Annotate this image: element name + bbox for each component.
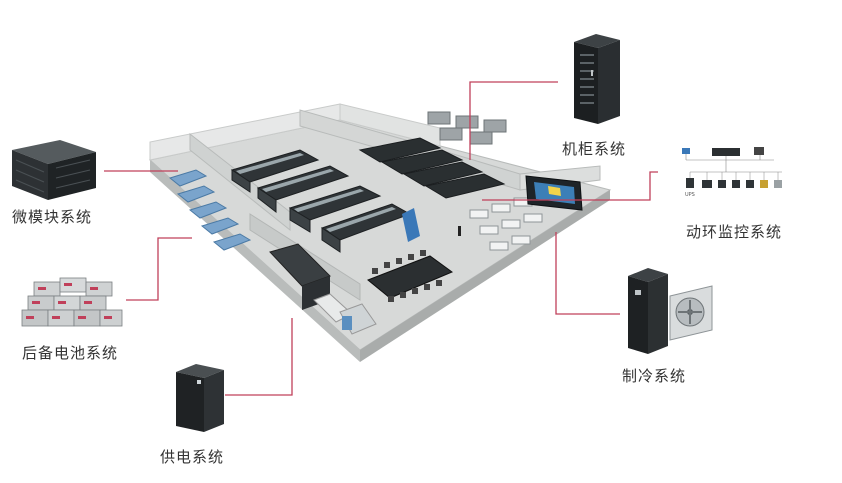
battery-room <box>168 169 252 251</box>
conference-area <box>367 250 454 302</box>
label-cabinet: 机柜系统 <box>562 140 627 158</box>
power-cabinet-image <box>176 364 224 432</box>
connector-power <box>225 318 293 396</box>
connector-cooling <box>555 232 620 315</box>
server-cabinet-image <box>574 34 620 124</box>
connector-lines <box>104 81 658 396</box>
operations-desks <box>469 197 543 251</box>
monitor-item-ups: UPS <box>685 192 695 198</box>
label-power-supply: 供电系统 <box>160 448 225 466</box>
micro-module-image <box>12 140 96 200</box>
monitoring-topology-image <box>682 147 782 188</box>
person-figure <box>458 226 461 236</box>
power-room <box>269 243 377 335</box>
rooftop-units <box>427 111 507 145</box>
building-illustration <box>148 103 612 362</box>
connector-monitoring <box>482 171 658 201</box>
battery-stack-image <box>21 277 123 327</box>
floor-edge-right <box>360 190 610 362</box>
label-backup-battery: 后备电池系统 <box>22 344 119 362</box>
label-cooling: 制冷系统 <box>622 367 687 385</box>
video-wall <box>525 175 583 211</box>
rack-highlights <box>236 153 396 232</box>
label-micro-module: 微模块系统 <box>12 208 93 226</box>
connector-battery <box>126 237 192 301</box>
rack-rows-center <box>230 149 412 253</box>
connector-cabinet <box>469 81 558 160</box>
cooling-unit-image <box>628 268 713 354</box>
blue-panel <box>402 208 420 242</box>
rack-rows-upper <box>358 137 506 199</box>
label-env-monitoring: 动环监控系统 <box>686 223 783 241</box>
